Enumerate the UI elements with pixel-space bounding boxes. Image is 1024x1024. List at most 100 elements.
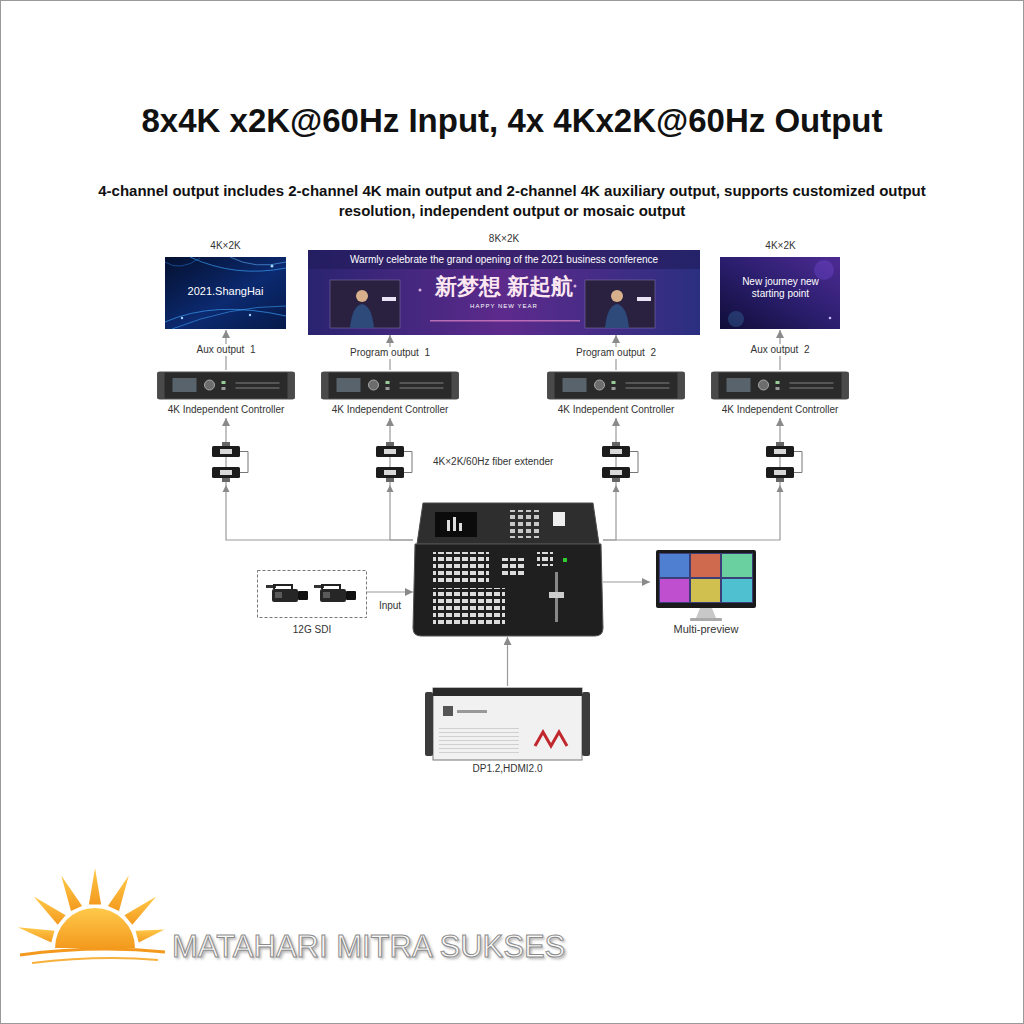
media-server (439, 728, 519, 754)
fiber-extenders (376, 442, 412, 492)
left-screen-image (190, 257, 286, 271)
screen-banner: Warmly celebrate the grand opening of th… (313, 254, 695, 266)
edge-label: Input (376, 600, 404, 612)
camera-input: 12G SDI (257, 570, 367, 638)
sun-logo (89, 868, 101, 904)
controller-devices (322, 372, 459, 399)
switcher-console (453, 517, 456, 531)
switcher-console (413, 544, 603, 636)
media-server (582, 692, 590, 756)
resolution-label: 4K×2K (160, 240, 291, 252)
center-screen-image (430, 320, 580, 322)
preview-monitor (722, 579, 752, 602)
preview-monitor (656, 550, 756, 621)
resolution-label: 4K×2K (715, 240, 846, 252)
switcher-console (447, 520, 450, 531)
center-screen-image (611, 290, 623, 302)
diagram-title: 8x4K x2K@60Hz Input, 4x 4Kx2K@60Hz Outpu… (0, 101, 1024, 141)
switcher-console (433, 552, 489, 584)
connector-arrow (367, 591, 413, 592)
media-server: DP1.2,HDMI2.0 (420, 686, 595, 778)
left-screen-image (230, 257, 286, 265)
preview-monitor (690, 618, 722, 621)
display-screen: 8K×2K Warmly celebrate the grand opening … (303, 231, 705, 335)
controller-devices (548, 372, 685, 399)
edge-label: Aux output 1 (194, 344, 259, 356)
preview-monitor (660, 554, 689, 577)
sun-logo (55, 908, 135, 948)
edge-label: Program output 2 (573, 347, 659, 359)
edge-label: Program output 1 (347, 347, 433, 359)
fiber-extenders (766, 442, 802, 492)
switcher-console (417, 503, 599, 544)
media-server (457, 710, 487, 713)
left-screen-image (249, 314, 251, 316)
device-label: 4K Independent Controller (315, 404, 465, 416)
left-screen-image (165, 257, 286, 329)
media-server (535, 732, 567, 746)
camera-group (266, 585, 308, 602)
center-screen-image (605, 304, 629, 328)
connectors (226, 330, 780, 686)
center-screen-image (308, 250, 700, 269)
center-screen-image (574, 285, 577, 288)
media-server (425, 688, 590, 760)
center-screen-image (585, 280, 655, 328)
controller-device: 4K Independent Controller (705, 370, 855, 418)
preview-monitor (696, 608, 716, 618)
switcher-console (433, 588, 505, 624)
device-label: Multi-preview (650, 623, 762, 636)
controller-devices (712, 372, 849, 399)
center-screen-image (637, 297, 651, 301)
media-server (443, 706, 453, 716)
extender-label: 4K×2K/60Hz fiber extender (433, 456, 583, 468)
screen-text: 2021.ShangHai (168, 285, 283, 298)
sun-logo (18, 868, 165, 963)
media-server (425, 692, 433, 756)
media-server (433, 688, 582, 696)
display-screen: 4K×2K New journey new starting point (715, 238, 846, 330)
subtitle: 4-channel output includes 2-channel 4K m… (60, 181, 964, 221)
sun-logo (124, 897, 156, 925)
switcher-console (537, 552, 553, 566)
connector-arrow (603, 418, 780, 540)
preview-monitor: Multi-preview (650, 548, 762, 638)
sun-logo (32, 958, 158, 963)
left-screen-image (172, 306, 286, 329)
display-screen: 4K×2K 2021.ShangHai (160, 238, 291, 330)
preview-monitor (691, 579, 720, 602)
switcher-console (508, 510, 540, 538)
switcher-console (413, 500, 603, 637)
preview-monitor (722, 554, 752, 577)
device-label: 4K Independent Controller (705, 404, 855, 416)
preview-monitor (691, 554, 720, 577)
device-label: DP1.2,HDMI2.0 (420, 763, 595, 775)
camera-group (258, 571, 367, 618)
left-screen-image (181, 317, 183, 319)
resolution-label: 8K×2K (303, 233, 705, 245)
controller-device: 4K Independent Controller (541, 370, 691, 418)
center-screen-image (308, 250, 700, 335)
left-screen-image (165, 309, 286, 322)
device-label: 12G SDI (257, 624, 367, 636)
right-screen-image (720, 257, 840, 329)
screen-text: New journey new starting point (735, 276, 826, 300)
right-screen-image (829, 317, 832, 320)
switcher-console (501, 558, 525, 578)
controller-devices (158, 372, 849, 399)
sun-logo (136, 929, 165, 942)
sun-logo (61, 876, 82, 912)
watermark: MATAHARI MITRA SUKSES (172, 928, 642, 965)
sun-logo (20, 949, 165, 955)
device-label: 4K Independent Controller (541, 404, 691, 416)
screen-slogan: 新梦想 新起航 (413, 274, 595, 300)
right-screen-image (728, 311, 744, 327)
device-label: 4K Independent Controller (151, 404, 301, 416)
left-screen-image (165, 258, 200, 266)
media-server (433, 688, 582, 760)
controller-device: 4K Independent Controller (151, 370, 301, 418)
sun-logo (34, 897, 66, 925)
